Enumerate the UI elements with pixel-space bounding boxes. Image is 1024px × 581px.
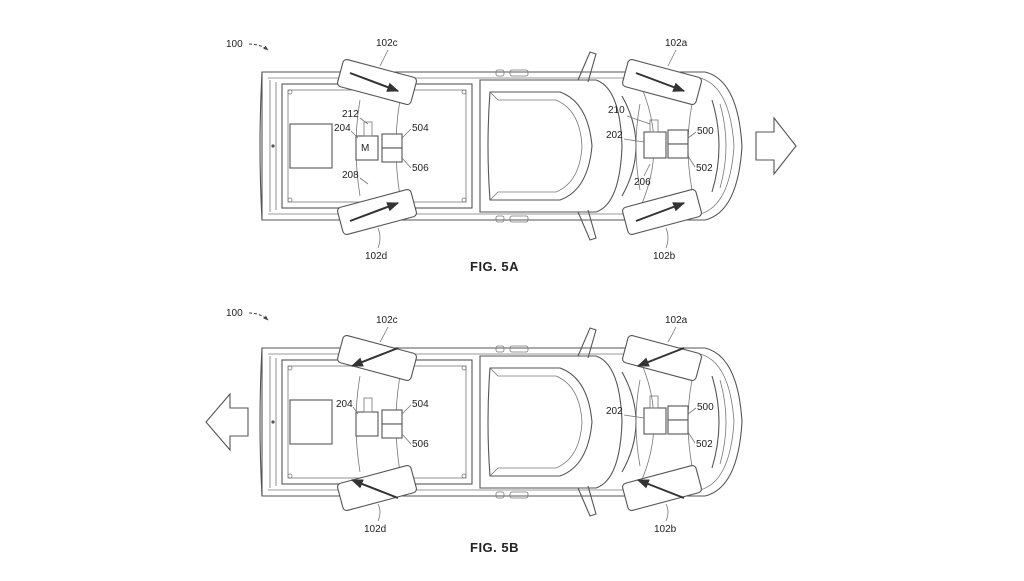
wheel-arrow-102d-b	[350, 479, 399, 499]
label-rear-module-lower-b: 506	[412, 439, 429, 450]
figure-5a: M 100 102c 102d 102a 102b 212 204 208 50…	[226, 38, 797, 274]
label-wheel-front-top-b: 102a	[665, 315, 688, 326]
label-rear-module-upper: 504	[412, 123, 429, 134]
motor-label: M	[361, 143, 369, 154]
wheel-arrow-102a-b	[636, 347, 685, 367]
wheel-arrow-102b-b	[636, 479, 685, 499]
label-front-box-b: 202	[606, 406, 623, 417]
label-vehicle-b: 100	[226, 308, 243, 319]
label-wheel-rear-top-b: 102c	[376, 315, 398, 326]
label-front-module-lower: 502	[696, 163, 713, 174]
label-rear-module-lower: 506	[412, 163, 429, 174]
direction-arrow-forward	[755, 116, 797, 176]
label-wheel-front-bottom: 102b	[653, 251, 676, 262]
label-front-box: 202	[606, 130, 623, 141]
wheel-arrow-102b	[635, 202, 686, 222]
label-wheel-rear-bottom: 102d	[365, 251, 387, 262]
label-rear-lower-link: 208	[342, 170, 359, 181]
label-front-upper-link: 210	[608, 105, 625, 116]
label-rear-module-upper-b: 504	[412, 399, 429, 410]
label-front-module-lower-b: 502	[696, 439, 713, 450]
label-rear-box: 204	[334, 123, 351, 134]
wheel-arrow-102c	[349, 72, 400, 92]
wheel-arrow-102d	[349, 202, 400, 222]
wheel-arrow-102c-b	[350, 347, 399, 367]
label-wheel-rear-top: 102c	[376, 38, 398, 49]
wheel-arrow-102a	[635, 72, 686, 92]
label-front-module-upper: 500	[697, 126, 714, 137]
label-wheel-front-top: 102a	[665, 38, 688, 49]
label-rear-box-b: 204	[336, 399, 353, 410]
label-front-lower-link: 206	[634, 177, 651, 188]
label-rear-upper-link: 212	[342, 109, 359, 120]
label-wheel-rear-bottom-b: 102d	[364, 524, 386, 535]
label-front-module-upper-b: 500	[697, 402, 714, 413]
figure-5b: 100 102c 102d 102a 102b 204 504 506 202 …	[205, 308, 743, 555]
direction-arrow-reverse	[205, 392, 249, 452]
label-wheel-front-bottom-b: 102b	[654, 524, 677, 535]
figure-caption-5a: FIG. 5A	[470, 259, 519, 274]
label-vehicle: 100	[226, 39, 243, 50]
figure-caption-5b: FIG. 5B	[470, 540, 519, 555]
